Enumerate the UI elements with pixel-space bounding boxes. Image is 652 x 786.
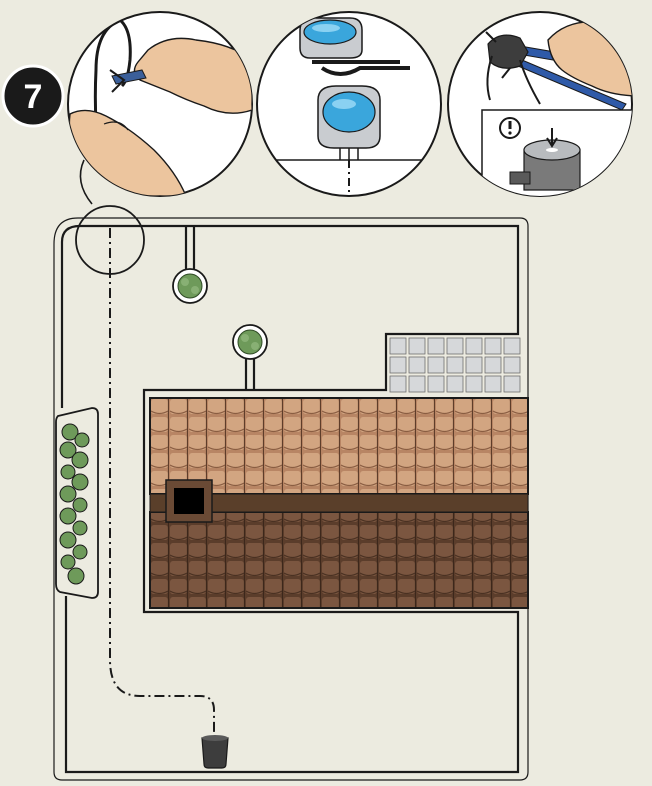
guide-wire: [109, 228, 215, 736]
paving-tile: [465, 337, 483, 355]
panel-pliers: [447, 11, 633, 197]
connector-open: [317, 85, 381, 160]
paved-terrace: [389, 337, 521, 393]
exclamation-warning-icon: [499, 117, 521, 139]
paving-tile: [427, 375, 445, 393]
paving-tile: [389, 337, 407, 355]
crimped-connector: [509, 128, 581, 191]
shrub-1: [172, 268, 208, 304]
paving-tile: [389, 375, 407, 393]
paving-tile: [503, 337, 521, 355]
step-number-badge: 7: [1, 64, 65, 128]
paving-tile: [408, 356, 426, 374]
charging-station-icon: [201, 735, 229, 769]
shrub-2: [232, 324, 268, 360]
connector-closed: [299, 17, 410, 76]
paving-tile: [408, 375, 426, 393]
paving-tile: [427, 356, 445, 374]
paving-tile: [465, 375, 483, 393]
paving-tile: [446, 375, 464, 393]
right-hand: [133, 37, 252, 114]
wire-cutter-icon: [109, 69, 147, 93]
paving-tile: [389, 356, 407, 374]
paving-tile: [446, 337, 464, 355]
step-number: 7: [24, 78, 43, 116]
panel-connector: [256, 11, 442, 197]
lawn-outline: [53, 217, 529, 781]
panel-cut-wire: [67, 11, 253, 197]
paving-tile: [427, 337, 445, 355]
paving-tile: [465, 356, 483, 374]
paving-tile: [484, 375, 502, 393]
hedge-island: [55, 407, 99, 599]
detail-callout: [75, 159, 145, 275]
roof-ridge: [149, 493, 529, 513]
paving-tile: [446, 356, 464, 374]
hedge-bushes: [59, 423, 90, 585]
boundary-wire: [60, 224, 520, 774]
paving-tile: [484, 356, 502, 374]
paving-tile: [503, 356, 521, 374]
paving-tile: [408, 337, 426, 355]
paving-tile: [503, 375, 521, 393]
house-roof: [149, 397, 529, 609]
paving-tile: [484, 337, 502, 355]
